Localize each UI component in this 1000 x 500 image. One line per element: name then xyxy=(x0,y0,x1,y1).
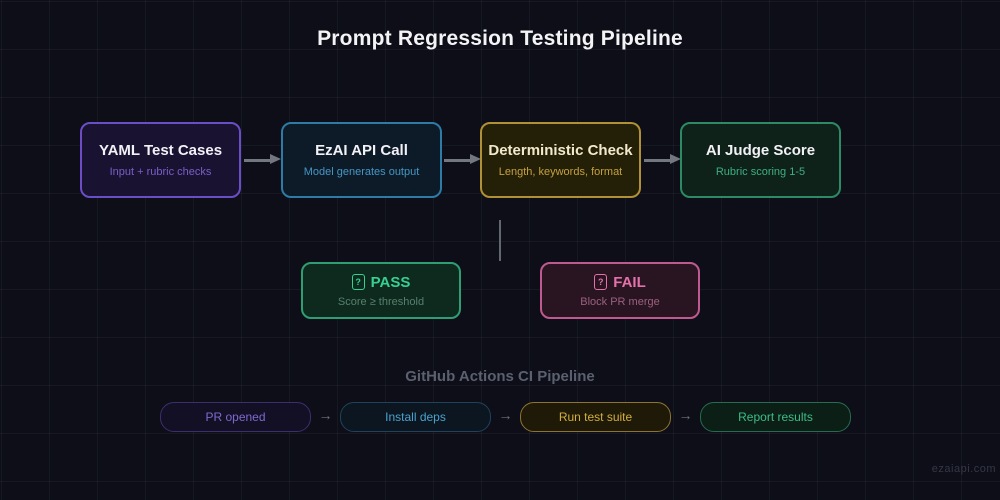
missing-glyph-icon xyxy=(594,274,608,290)
arrow-right-icon: → xyxy=(318,407,333,423)
outcome-pass: PASS Score ≥ threshold xyxy=(301,262,461,319)
watermark: ezaiapi.com xyxy=(931,463,996,475)
diagram-title: Prompt Regression Testing Pipeline xyxy=(317,27,683,50)
outcome-title: PASS xyxy=(351,273,411,291)
outcome-title: FAIL xyxy=(594,274,646,291)
arrow-right-icon: → xyxy=(678,407,693,423)
branch-connector-line xyxy=(499,220,501,261)
outcome-fail: FAIL Block PR merge xyxy=(540,262,700,319)
stage-subtitle: Rubric scoring 1-5 xyxy=(715,166,806,178)
ci-step-pr-opened: PR opened xyxy=(160,402,311,432)
stage-subtitle: Input + rubric checks xyxy=(109,166,212,178)
outcome-subtitle: Score ≥ threshold xyxy=(337,295,425,308)
stage-title: EzAI API Call xyxy=(315,142,408,159)
ci-section-heading: GitHub Actions CI Pipeline xyxy=(405,368,595,385)
ci-step-install-deps: Install deps xyxy=(340,402,491,432)
arrow-head xyxy=(670,154,681,164)
stage-title: Deterministic Check xyxy=(488,142,633,159)
arrow-head xyxy=(470,154,481,164)
stage-subtitle: Length, keywords, format xyxy=(498,166,623,178)
stage-yaml-test-cases: YAML Test Cases Input + rubric checks xyxy=(80,122,241,198)
missing-glyph-icon xyxy=(351,274,365,290)
stage-deterministic-check: Deterministic Check Length, keywords, fo… xyxy=(480,122,641,198)
stage-title: YAML Test Cases xyxy=(98,142,223,159)
ci-step-run-test-suite: Run test suite xyxy=(520,402,671,432)
stage-ai-judge-score: AI Judge Score Rubric scoring 1-5 xyxy=(680,122,841,198)
ci-step-report-results: Report results xyxy=(700,402,851,432)
outcome-label: PASS xyxy=(370,273,411,291)
arrow-right-icon: → xyxy=(498,407,513,423)
outcome-subtitle: Block PR merge xyxy=(580,295,660,308)
arrow-shaft xyxy=(244,159,272,162)
arrow-head xyxy=(270,154,281,164)
outcome-label: FAIL xyxy=(613,273,646,291)
stage-title: AI Judge Score xyxy=(705,142,816,159)
stage-subtitle: Model generates output xyxy=(303,166,420,178)
stage-ezai-api-call: EzAI API Call Model generates output xyxy=(281,122,442,198)
arrow-shaft xyxy=(644,159,672,162)
arrow-shaft xyxy=(444,159,472,162)
